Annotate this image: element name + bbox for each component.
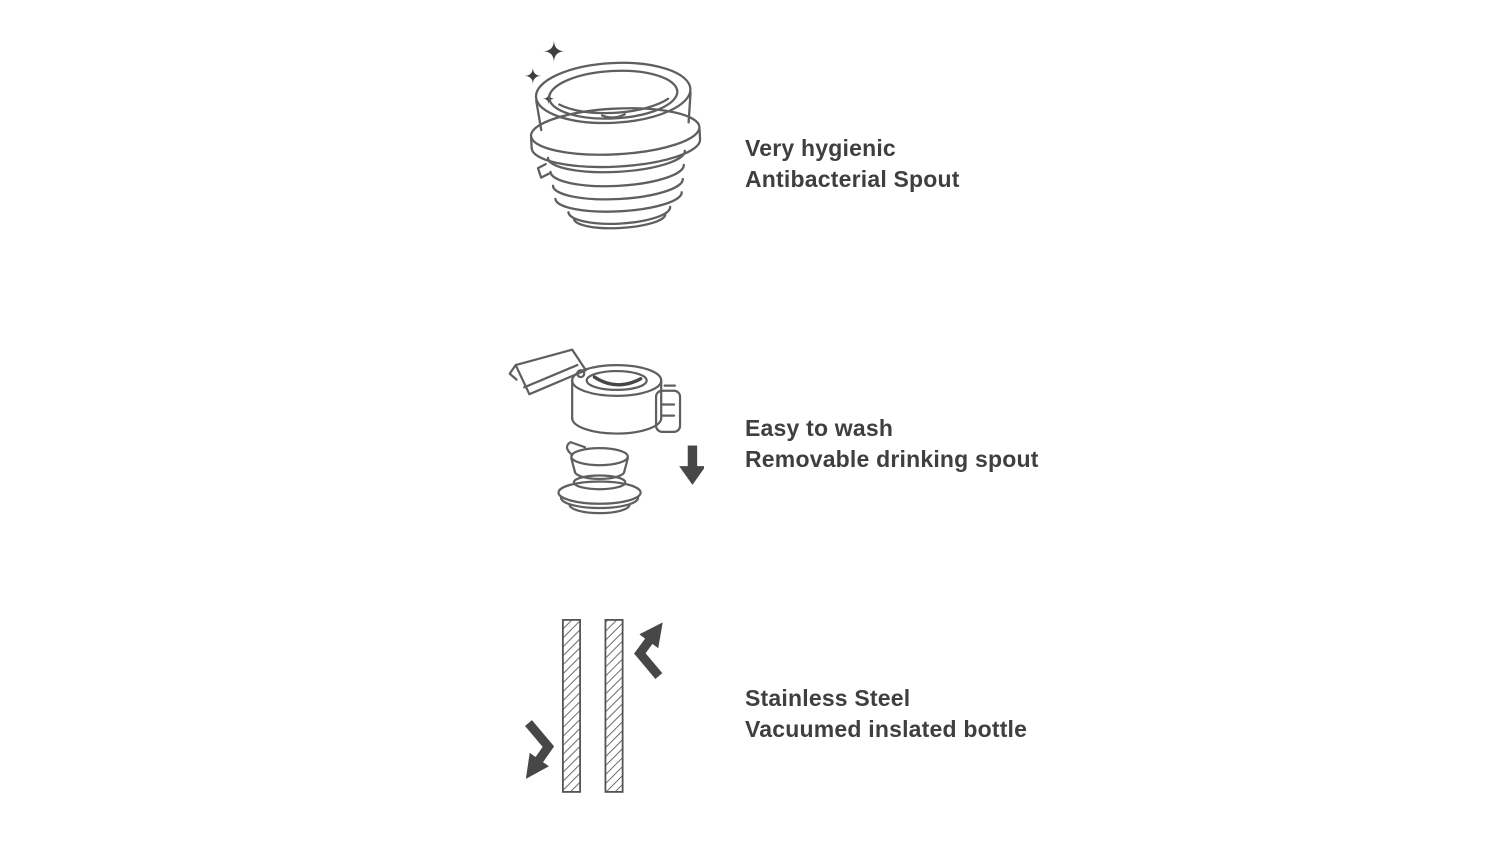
removable-spout-illustration xyxy=(490,322,704,528)
feature-stainless-text: Stainless Steel Vacuumed inslated bottle xyxy=(745,683,1027,745)
feature-subtitle: Removable drinking spout xyxy=(745,446,1039,472)
wall-right xyxy=(604,619,624,793)
feature-subtitle: Antibacterial Spout xyxy=(745,166,960,192)
spout-body-lines xyxy=(529,61,702,230)
wall-left xyxy=(561,619,581,793)
antibacterial-spout-illustration xyxy=(503,30,705,250)
double-wall-drawing xyxy=(525,619,663,793)
down-arrow-icon xyxy=(679,445,704,485)
feature-title: Easy to wash xyxy=(745,415,894,441)
feature-title: Stainless Steel xyxy=(745,685,911,711)
reflect-arrow-down-icon xyxy=(525,720,555,779)
spout-lid-drawing xyxy=(524,39,702,230)
vacuum-wall-illustration xyxy=(514,614,686,796)
sparkle-icon xyxy=(524,39,566,105)
feature-subtitle: Vacuumed inslated bottle xyxy=(745,716,1028,742)
feature-antibacterial-text: Very hygienic Antibacterial Spout xyxy=(745,133,960,195)
feature-removable-text: Easy to wash Removable drinking spout xyxy=(745,413,1039,475)
lid-lines xyxy=(508,348,682,515)
spout-hole-line xyxy=(592,375,643,387)
reflect-arrow-up-icon xyxy=(634,622,663,679)
feature-title: Very hygienic xyxy=(745,135,896,161)
removable-lid-drawing xyxy=(508,348,704,515)
